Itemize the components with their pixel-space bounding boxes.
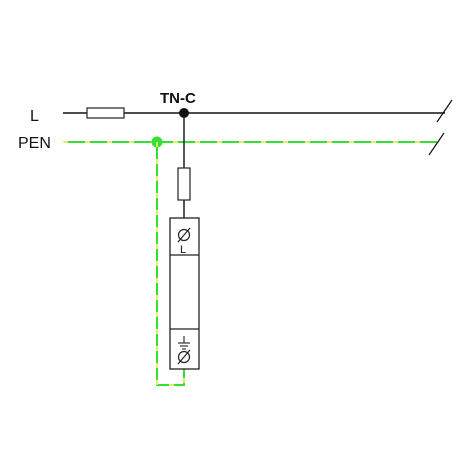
system-type-label: TN-C [160,90,196,107]
screw-terminal-icon [177,227,191,243]
terminal-top-label: L [180,244,186,256]
fuse-icon [86,107,125,119]
pen-line-label: PEN [18,135,51,152]
phase-junction-dot [179,108,189,118]
fuse-icon [177,167,191,201]
line-break-marks [428,99,453,156]
surge-protection-device: L [169,217,200,370]
device-housing [169,217,200,370]
phase-line-label: L [30,108,39,125]
earth-ground-icon [178,336,190,350]
pen-branch-conductor [156,142,185,386]
screw-terminal-icon [177,349,191,365]
